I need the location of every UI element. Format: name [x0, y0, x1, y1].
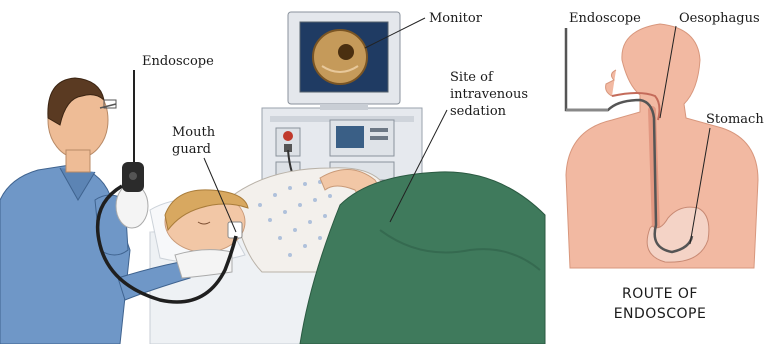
label-endoscope-right: Endoscope	[569, 11, 641, 26]
anatomy-diagram	[566, 24, 758, 268]
label-mouth-line1: Mouth	[172, 125, 216, 140]
procedure-scene	[0, 12, 545, 344]
label-site-line3: sedation	[450, 104, 507, 119]
label-stomach: Stomach	[706, 112, 764, 127]
caption-line2: ENDOSCOPE	[614, 306, 707, 322]
label-mouth-line2: guard	[172, 142, 211, 157]
monitor	[288, 12, 400, 110]
label-endoscope-left: Endoscope	[142, 54, 214, 69]
caption-line1: ROUTE OF	[622, 286, 698, 302]
label-site-line1: Site of	[450, 70, 494, 85]
label-monitor: Monitor	[429, 11, 483, 26]
label-site-line2: intravenous	[450, 87, 528, 102]
label-oesophagus: Oesophagus	[679, 11, 760, 26]
